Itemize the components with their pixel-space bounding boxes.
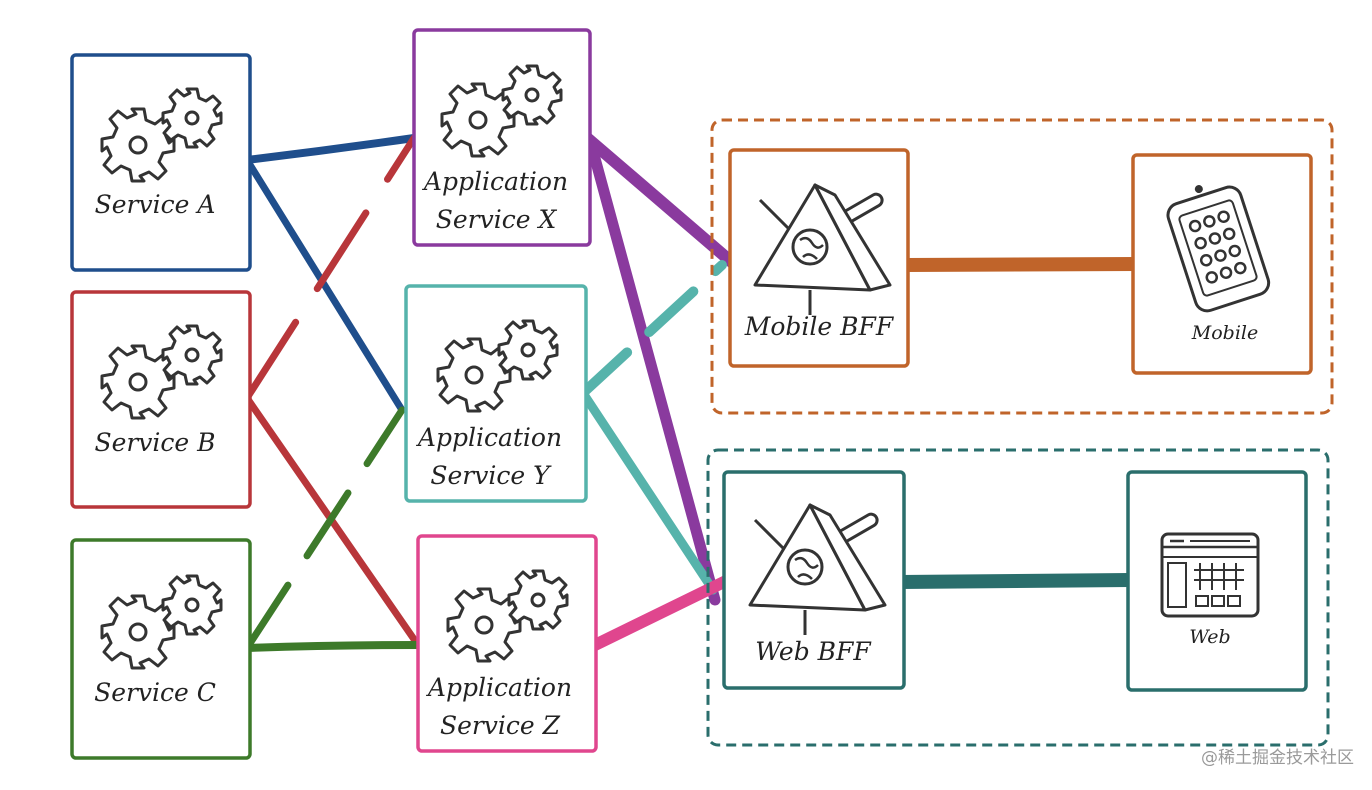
mobile-client-label: Mobile	[1191, 322, 1258, 344]
app-service-z-label-line1: Application	[426, 673, 572, 702]
line-y-to-mobile-bff	[578, 260, 727, 398]
web-client-box: Web	[1126, 470, 1308, 692]
service-b-box: Service B	[70, 290, 252, 509]
app-service-x-label-line1: Application	[422, 167, 568, 196]
gear-icon	[161, 324, 223, 386]
gear-icon	[501, 64, 563, 126]
service-c-label: Service C	[94, 678, 216, 707]
service-a-label: Service A	[95, 190, 216, 219]
mobile-bff-box: Mobile BFF	[728, 148, 910, 368]
mobile-client-box: Mobile	[1131, 153, 1313, 375]
line-x-to-mobile-bff	[580, 131, 741, 271]
gear-icon	[507, 569, 569, 631]
mobile-bff-label: Mobile BFF	[744, 312, 895, 341]
app-service-x-label-line2: Service X	[436, 205, 558, 234]
line-web-bff-to-web	[893, 573, 1137, 589]
web-group-boundary	[706, 448, 1330, 747]
gear-icon	[161, 574, 223, 636]
line-a-to-y	[243, 156, 406, 414]
browser-window-icon	[1160, 532, 1260, 618]
web-client-label: Web	[1189, 626, 1230, 648]
line-mobile-bff-to-mobile	[898, 257, 1144, 272]
line-a-to-x	[243, 134, 418, 164]
app-service-z-label-line2: Service Z	[440, 711, 561, 740]
app-service-y-box: Application Service Y	[404, 284, 588, 503]
line-c-to-z	[243, 641, 422, 652]
web-bff-label: Web BFF	[755, 637, 872, 666]
app-service-z-box: Application Service Z	[416, 534, 598, 753]
mobile-group-boundary	[710, 118, 1334, 415]
gear-icon	[497, 319, 559, 381]
mobile-phone-icon	[1166, 185, 1271, 313]
service-a-box: Service A	[70, 53, 252, 272]
gear-icon	[161, 87, 223, 149]
service-c-box: Service C	[70, 538, 252, 760]
app-service-y-label-line2: Service Y	[430, 461, 552, 490]
line-x-to-web-bff	[584, 134, 721, 606]
watermark: @稀土掘金技术社区	[1201, 748, 1354, 768]
service-b-label: Service B	[94, 428, 215, 457]
connection-lines	[243, 131, 1144, 652]
line-b-to-x	[243, 134, 418, 402]
line-z-to-web-bff	[589, 574, 734, 651]
app-service-y-label-line1: Application	[416, 423, 562, 452]
app-service-x-box: Application Service X	[412, 28, 592, 247]
line-c-to-y	[243, 406, 406, 652]
line-y-to-web-bff	[578, 388, 718, 595]
web-bff-box: Web BFF	[722, 470, 906, 690]
